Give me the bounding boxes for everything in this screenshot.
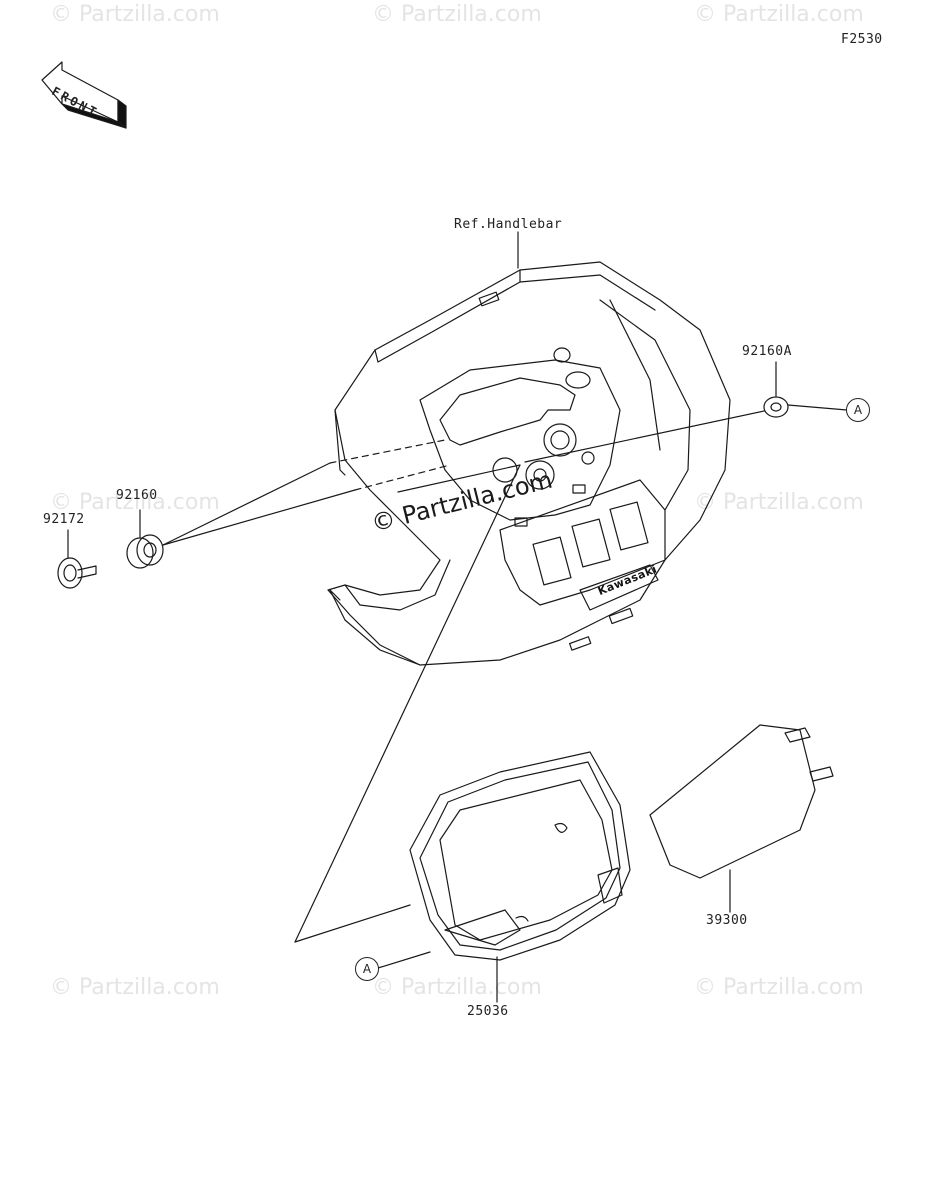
leader-line (787, 404, 848, 411)
leader-line (377, 951, 431, 969)
diagram-code: F2530 (841, 32, 883, 47)
meter-assembly (377, 751, 631, 1003)
watermark: © Partzilla.com (694, 2, 864, 27)
callout-a: A (846, 398, 870, 422)
meter-cover-housing (327, 261, 731, 666)
callout-a: A (355, 957, 379, 981)
screw-part (57, 529, 97, 589)
grommet-part (126, 439, 451, 569)
watermark: © Partzilla.com (50, 2, 220, 27)
part-number-92172[interactable]: 92172 (43, 512, 85, 527)
watermark: © Partzilla.com (694, 490, 864, 515)
leader-line (294, 464, 521, 943)
leader-line (162, 489, 356, 546)
reference-label: Ref.Handlebar (454, 217, 563, 232)
grommet-part-a (524, 361, 848, 463)
seal-cover-part (649, 724, 834, 913)
part-number-25036[interactable]: 25036 (467, 1004, 509, 1019)
watermark: © Partzilla.com (372, 2, 542, 27)
watermark: © Partzilla.com (50, 490, 220, 515)
leader-line (162, 462, 331, 546)
watermark: © Partzilla.com (372, 975, 542, 1000)
part-number-39300[interactable]: 39300 (706, 913, 748, 928)
front-arrow-icon (41, 61, 127, 129)
watermark: © Partzilla.com (50, 975, 220, 1000)
part-number-92160[interactable]: 92160 (116, 488, 158, 503)
leader-line (294, 904, 411, 943)
part-number-92160a[interactable]: 92160A (742, 344, 792, 359)
watermark: © Partzilla.com (694, 975, 864, 1000)
